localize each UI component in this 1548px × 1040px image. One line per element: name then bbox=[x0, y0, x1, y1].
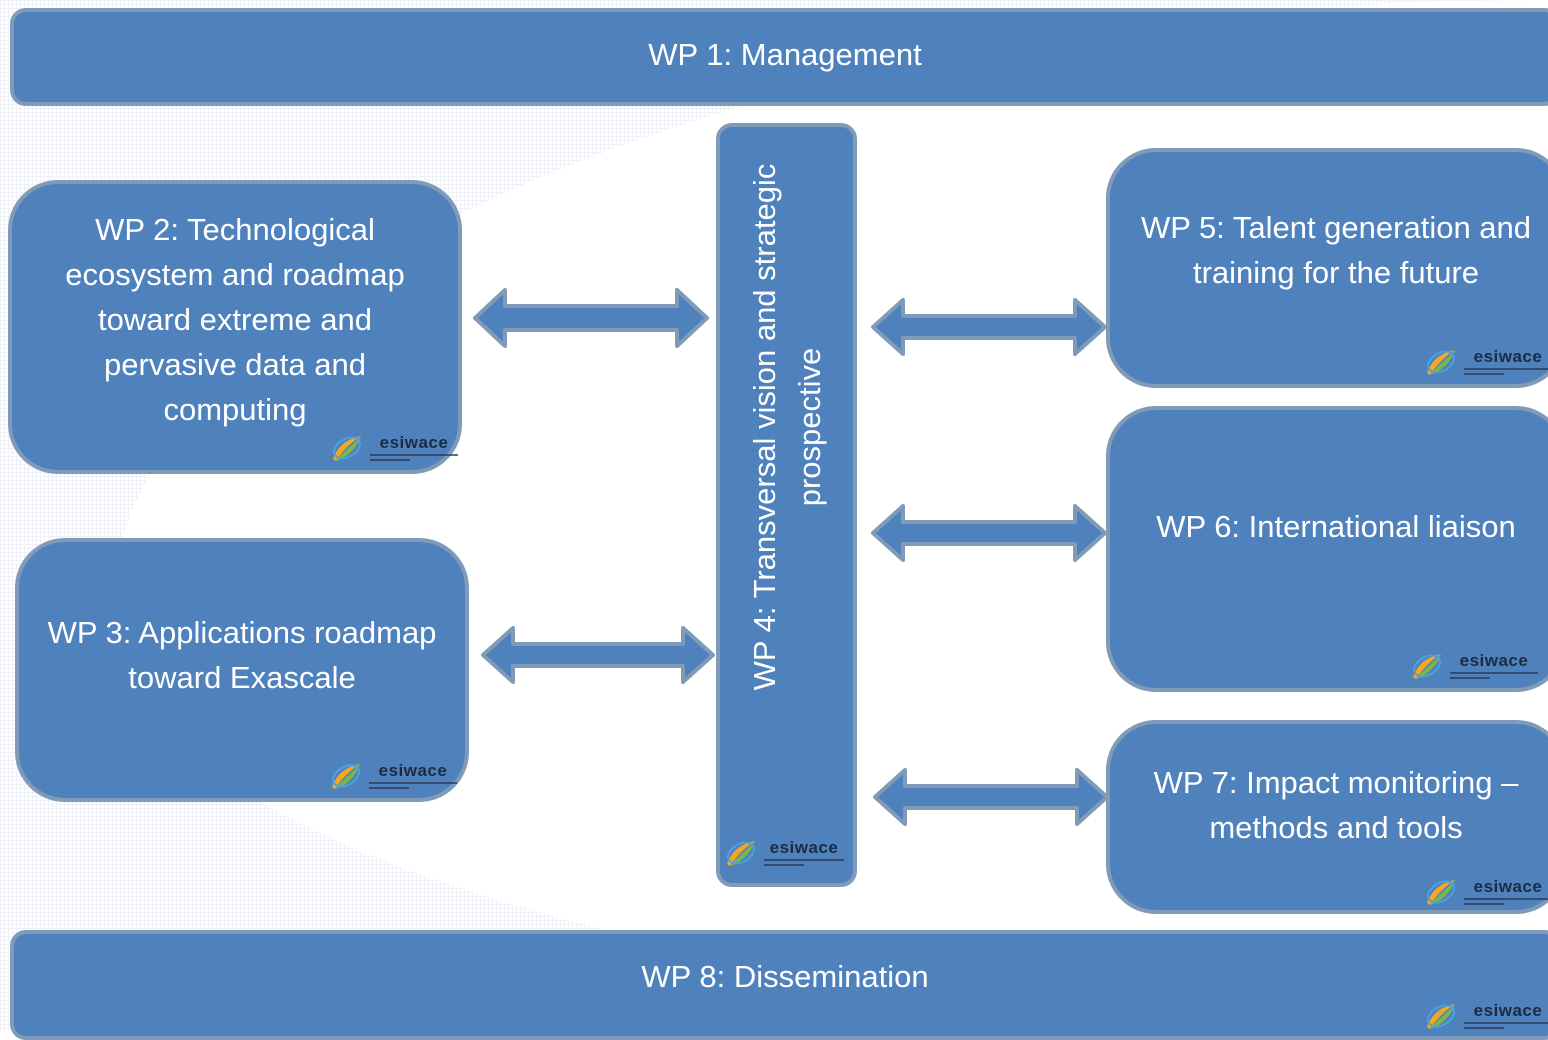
wp8-dissemination-box: WP 8: Dissemination esiwace bbox=[10, 930, 1548, 1040]
wp6-label: WP 6: International liaison bbox=[1156, 508, 1516, 544]
esiwace-logo-icon: esiwace bbox=[330, 430, 458, 464]
wp2-technological-ecosystem-box: WP 2: Technological ecosystem and roadma… bbox=[8, 180, 462, 474]
logo-wordmark: esiwace bbox=[1473, 346, 1543, 366]
wp7-impact-monitoring-box: WP 7: Impact monitoring – methods and to… bbox=[1106, 720, 1548, 914]
double-headed-arrow-icon bbox=[871, 298, 1107, 356]
logo-wordmark: esiwace bbox=[1473, 1000, 1543, 1020]
esiwace-logo-icon: esiwace bbox=[1424, 874, 1548, 908]
esiwace-logo-icon: esiwace bbox=[1410, 648, 1538, 682]
esiwace-logo-icon: esiwace bbox=[1424, 998, 1548, 1032]
esiwace-logo-icon: esiwace bbox=[329, 758, 457, 792]
esiwace-logo-icon: esiwace bbox=[1424, 344, 1548, 378]
wp1-label: WP 1: Management bbox=[648, 36, 922, 72]
wp4-label: WP 4: Transversal vision and strategic p… bbox=[746, 163, 827, 691]
logo-wordmark: esiwace bbox=[1473, 876, 1543, 896]
wp6-international-liaison-box: WP 6: International liaison esiwace bbox=[1106, 406, 1548, 692]
double-headed-arrow-icon bbox=[473, 288, 709, 348]
logo-wordmark: esiwace bbox=[1459, 650, 1529, 670]
wp5-talent-generation-box: WP 5: Talent generation and training for… bbox=[1106, 148, 1548, 388]
logo-wordmark: esiwace bbox=[769, 837, 839, 857]
wp7-label: WP 7: Impact monitoring – methods and to… bbox=[1153, 765, 1519, 845]
double-headed-arrow-icon bbox=[481, 626, 715, 684]
wp3-applications-roadmap-box: WP 3: Applications roadmap toward Exasca… bbox=[15, 538, 469, 802]
logo-wordmark: esiwace bbox=[378, 760, 448, 780]
double-headed-arrow-icon bbox=[873, 768, 1109, 826]
esiwace-logo-icon: esiwace bbox=[724, 835, 844, 869]
wp4-transversal-vision-box: WP 4: Transversal vision and strategic p… bbox=[716, 123, 857, 887]
double-headed-arrow-icon bbox=[871, 504, 1107, 562]
logo-wordmark: esiwace bbox=[379, 432, 449, 452]
wp2-label: WP 2: Technological ecosystem and roadma… bbox=[65, 211, 405, 427]
wp1-management-box: WP 1: Management bbox=[10, 8, 1548, 106]
wp5-label: WP 5: Talent generation and training for… bbox=[1140, 210, 1532, 290]
wp3-label: WP 3: Applications roadmap toward Exasca… bbox=[47, 615, 437, 695]
wp8-label: WP 8: Dissemination bbox=[641, 958, 929, 994]
